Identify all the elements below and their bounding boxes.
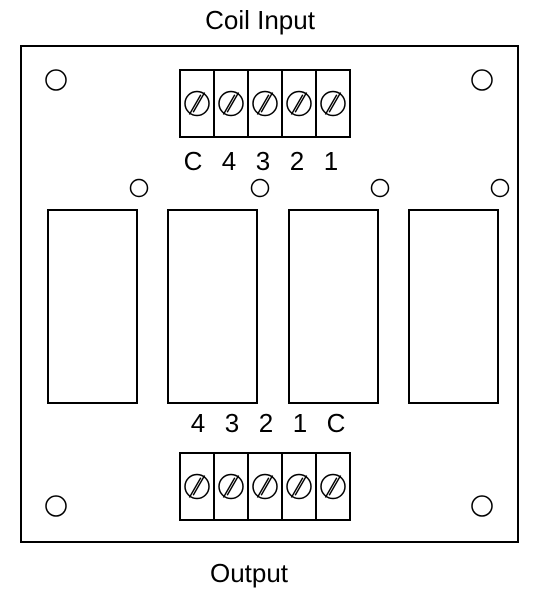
mounting-hole-icon (45, 69, 67, 91)
screw-terminal-icon (286, 473, 312, 500)
screw-terminal-icon (320, 90, 346, 117)
output-terminal-label: C (327, 408, 346, 438)
output-terminal-label: 3 (225, 408, 239, 438)
relay-hole-icon (250, 178, 270, 198)
relay-2 (167, 209, 258, 404)
relay-4 (408, 209, 499, 404)
mounting-hole-icon (471, 495, 493, 517)
output-title: Output (210, 558, 289, 588)
screw-terminal-icon (184, 90, 210, 117)
screw-terminal-icon (320, 473, 346, 500)
coil-terminal-label: 1 (324, 146, 338, 176)
screw-terminal-icon (184, 473, 210, 500)
output-terminal-label: 4 (191, 408, 205, 438)
screw-terminal-icon (252, 473, 278, 500)
mounting-hole-icon (45, 495, 67, 517)
relay-hole-icon (490, 178, 510, 198)
coil-terminal-label: 3 (256, 146, 270, 176)
screw-terminal-icon (218, 90, 244, 117)
screw-terminal-icon (218, 473, 244, 500)
mounting-hole-icon (471, 69, 493, 91)
relay-hole-icon (129, 178, 149, 198)
output-terminal-block (179, 452, 351, 521)
output-terminal-label: 2 (259, 408, 273, 438)
coil-input-title: Coil Input (205, 5, 316, 35)
screw-terminal-icon (252, 90, 278, 117)
coil-terminal-label: 2 (290, 146, 304, 176)
relay-3 (288, 209, 379, 404)
relay-1 (47, 209, 138, 404)
coil-input-terminal-block (179, 69, 351, 138)
output-terminal-label: 1 (293, 408, 307, 438)
relay-hole-icon (370, 178, 390, 198)
screw-terminal-icon (286, 90, 312, 117)
coil-terminal-label: 4 (222, 146, 236, 176)
coil-terminal-label: C (184, 146, 203, 176)
